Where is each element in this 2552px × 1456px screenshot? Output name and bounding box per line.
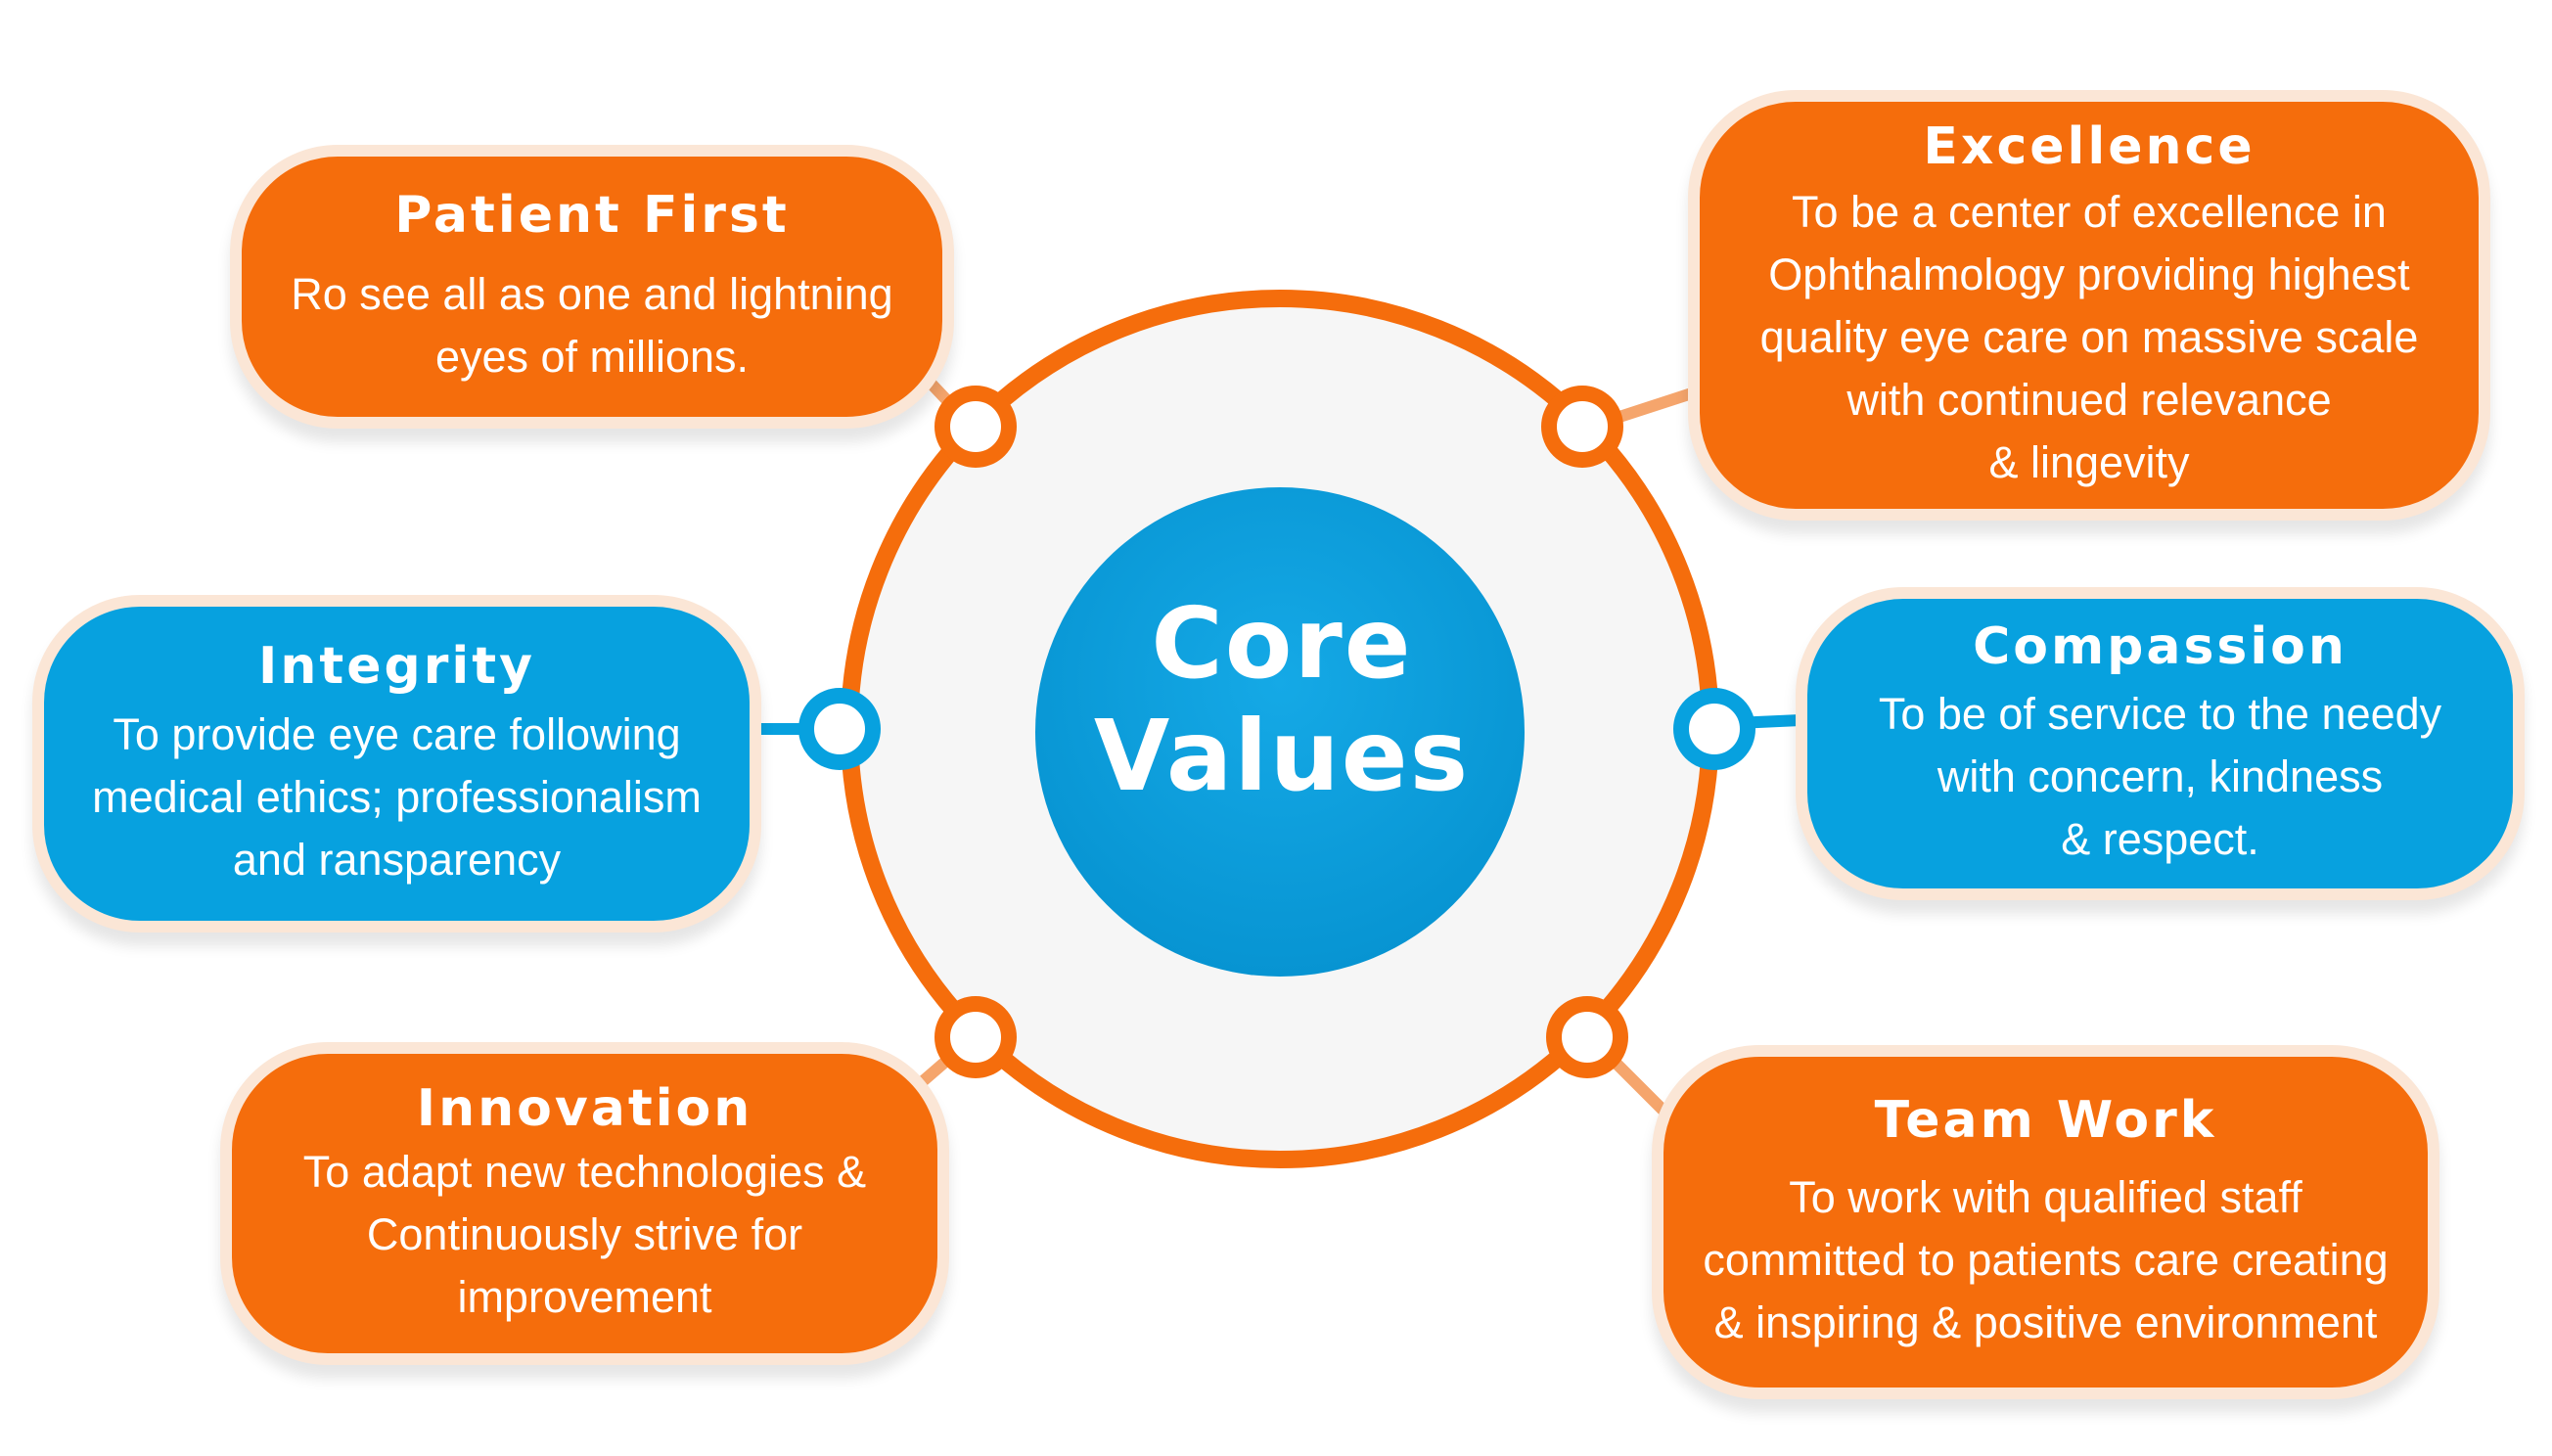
value-description: To be of service to the needy with conce… [1878,689,2442,865]
value-card-excellence: Excellence To be a center of excellence … [1688,90,2490,521]
core-values-label: Core Values [1093,586,1471,813]
node-integrity [798,688,881,770]
node-team-work [1546,996,1628,1078]
value-card-innovation: Innovation To adapt new technologies & C… [220,1042,949,1365]
value-card-integrity: Integrity To provide eye care following … [32,595,761,933]
value-description: To be a center of excellence in Ophthalm… [1759,187,2419,488]
node-excellence [1541,386,1623,468]
value-description: To provide eye care following medical et… [92,708,702,885]
node-patient-first [934,386,1017,468]
value-title: Patient First [394,185,790,245]
value-title: Excellence [1923,116,2256,176]
value-description: Ro see all as one and lightning eyes of … [291,269,893,383]
value-card-patient-first: Patient First Ro see all as one and ligh… [230,145,954,429]
value-title: Compassion [1973,616,2347,676]
node-compassion [1673,688,1755,770]
value-description: To work with qualified staff committed t… [1703,1172,2389,1348]
value-title: Team Work [1874,1090,2217,1150]
core-circle [1035,487,1525,977]
node-innovation [934,996,1017,1078]
value-description: To adapt new technologies & Continuously… [302,1147,867,1323]
value-title: Innovation [416,1078,753,1138]
value-card-compassion: Compassion To be of service to the needy… [1796,587,2525,900]
value-title: Integrity [258,637,535,697]
value-card-team-work: Team Work To work with qualified staff c… [1652,1045,2439,1399]
